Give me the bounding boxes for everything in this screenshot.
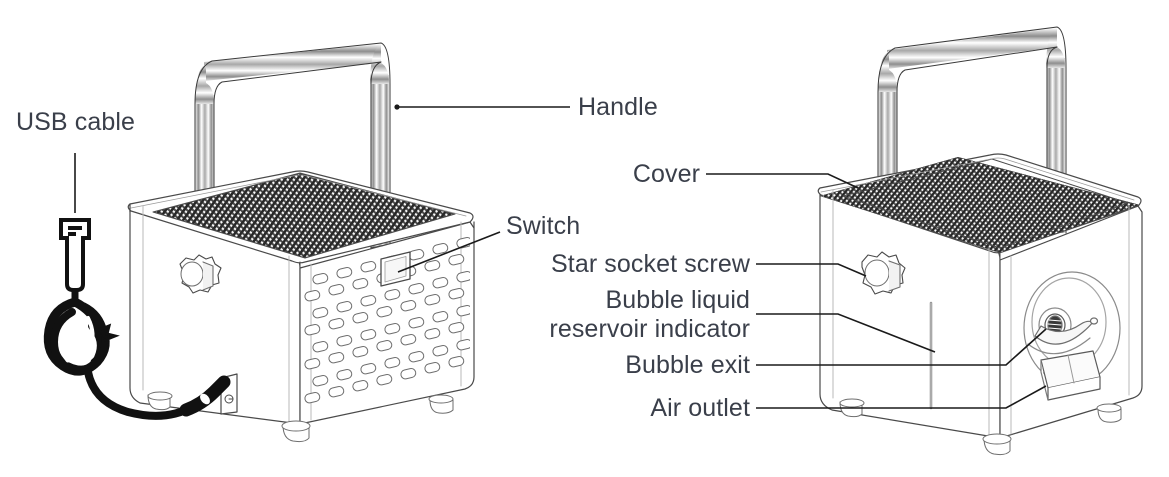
right-device-illustration <box>817 26 1143 456</box>
label-handle: Handle <box>578 93 658 121</box>
leader-air-outlet <box>756 385 1047 409</box>
feet-left <box>147 391 454 443</box>
leader-reservoir-indicator <box>756 313 936 353</box>
star-socket-screw-right <box>861 251 906 295</box>
usb-cable-illustration <box>43 218 231 420</box>
vent-grille-left <box>304 237 470 404</box>
label-usb-cable: USB cable <box>16 108 136 136</box>
label-reservoir-indicator-line2: reservoir indicator <box>549 315 750 343</box>
label-star-socket-screw: Star socket screw <box>551 250 750 278</box>
leader-cover <box>706 173 859 189</box>
label-cover: Cover <box>632 160 700 188</box>
leader-bubble-exit <box>756 328 1047 366</box>
star-socket-screw-left <box>179 254 222 294</box>
usb-cable-plug-end <box>179 375 231 417</box>
leader-switch <box>397 231 501 273</box>
label-bubble-exit: Bubble exit <box>625 351 750 379</box>
leader-handle <box>394 104 570 110</box>
label-switch: Switch <box>506 212 581 240</box>
bubble-exit-assembly <box>1023 271 1121 385</box>
feet-right <box>839 398 1122 456</box>
label-reservoir-indicator-line1: Bubble liquid <box>605 286 750 314</box>
cover-mesh-right <box>820 157 1140 253</box>
body-left <box>129 203 475 425</box>
left-device-illustration <box>127 42 475 443</box>
air-outlet <box>1040 350 1101 401</box>
leader-lines <box>74 104 1047 409</box>
label-air-outlet: Air outlet <box>650 394 750 422</box>
usb-connector-prongs <box>68 226 82 236</box>
cover-plate-right <box>817 153 1142 254</box>
switch-part <box>380 251 411 287</box>
usb-cable-coil <box>43 297 120 376</box>
usb-connector-icon <box>59 218 91 292</box>
leader-star-socket-screw <box>756 263 867 277</box>
cover-plate-left <box>127 170 474 264</box>
